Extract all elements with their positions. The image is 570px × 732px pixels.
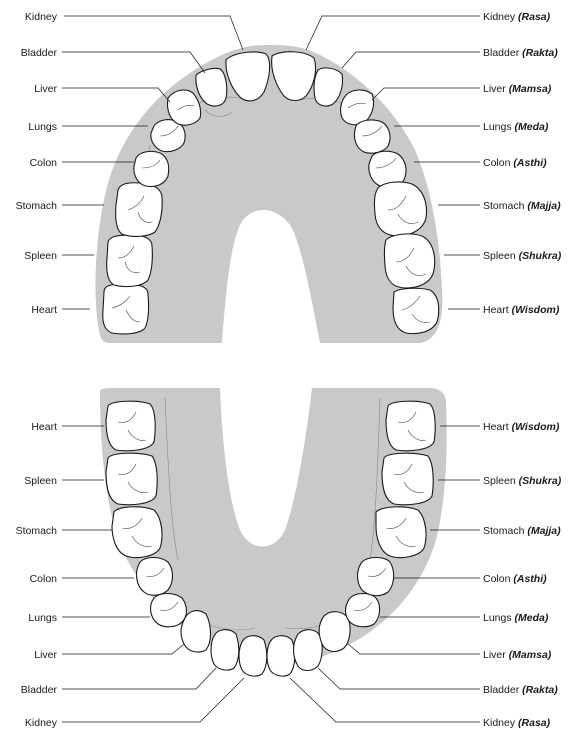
lower-left-label: Lungs — [28, 612, 57, 624]
upper-right-molar-2 — [384, 234, 434, 288]
lower-arch — [100, 388, 447, 676]
lower-right-molar-3 — [386, 401, 435, 451]
lower-left-label: Colon — [30, 573, 58, 585]
lower-right-label: Spleen (Shukra) — [483, 475, 562, 487]
lower-left-molar-2 — [106, 453, 157, 505]
lower-right-label: Kidney (Rasa) — [483, 717, 551, 729]
lower-left-label: Heart — [31, 421, 57, 433]
upper-right-molar-1 — [374, 182, 426, 236]
upper-left-label: Bladder — [21, 47, 58, 59]
lower-right-label: Bladder (Rakta) — [483, 684, 558, 696]
lower-right-lateral-incisor — [294, 630, 323, 671]
lower-right-molar-1 — [376, 507, 426, 558]
lower-right-central-incisor — [267, 636, 295, 676]
lower-right-label: Stomach (Majja) — [483, 525, 561, 537]
lower-right-label: Liver (Mamsa) — [483, 649, 552, 661]
lower-right-label: Colon (Asthi) — [483, 573, 547, 585]
upper-left-molar-3 — [103, 284, 149, 334]
lower-left-premolar-2 — [137, 558, 173, 596]
lower-right-molar-2 — [382, 453, 433, 505]
upper-right-label: Liver (Mamsa) — [483, 83, 552, 95]
lower-left-label: Stomach — [16, 525, 58, 537]
upper-left-label: Kidney — [25, 11, 58, 23]
upper-right-label: Lungs (Meda) — [483, 121, 549, 133]
upper-left-molar-1 — [116, 183, 163, 237]
upper-left-premolar-2 — [134, 151, 169, 186]
upper-right-molar-3 — [393, 288, 439, 333]
upper-right-premolar-1 — [354, 120, 390, 153]
lower-right-label: Lungs (Meda) — [483, 612, 549, 624]
upper-left-label: Heart — [31, 304, 57, 316]
lower-left-lateral-incisor — [211, 630, 239, 670]
lower-left-central-incisor — [239, 636, 267, 676]
lower-left-molar-1 — [112, 507, 162, 558]
lower-left-label: Kidney — [25, 717, 58, 729]
upper-left-label: Lungs — [28, 121, 57, 133]
lower-right-canine — [319, 612, 350, 652]
upper-right-label: Spleen (Shukra) — [483, 250, 562, 262]
upper-left-label: Liver — [34, 83, 57, 95]
upper-right-label: Colon (Asthi) — [483, 157, 547, 169]
upper-arch — [95, 45, 442, 343]
upper-left-molar-2 — [107, 235, 153, 287]
upper-right-label: Kidney (Rasa) — [483, 11, 551, 23]
upper-right-label: Stomach (Majja) — [483, 200, 561, 212]
upper-left-label: Stomach — [16, 200, 58, 212]
lower-right-premolar-2 — [358, 558, 394, 596]
lower-left-canine — [181, 611, 211, 652]
lower-left-label: Spleen — [24, 475, 57, 487]
upper-left-label: Spleen — [24, 250, 57, 262]
lower-right-label: Heart (Wisdom) — [483, 421, 560, 433]
lower-left-molar-3 — [106, 401, 155, 451]
lower-left-label: Liver — [34, 649, 57, 661]
upper-left-label: Colon — [30, 157, 58, 169]
upper-right-label: Heart (Wisdom) — [483, 304, 560, 316]
lower-left-label: Bladder — [21, 684, 58, 696]
upper-right-label: Bladder (Rakta) — [483, 47, 558, 59]
